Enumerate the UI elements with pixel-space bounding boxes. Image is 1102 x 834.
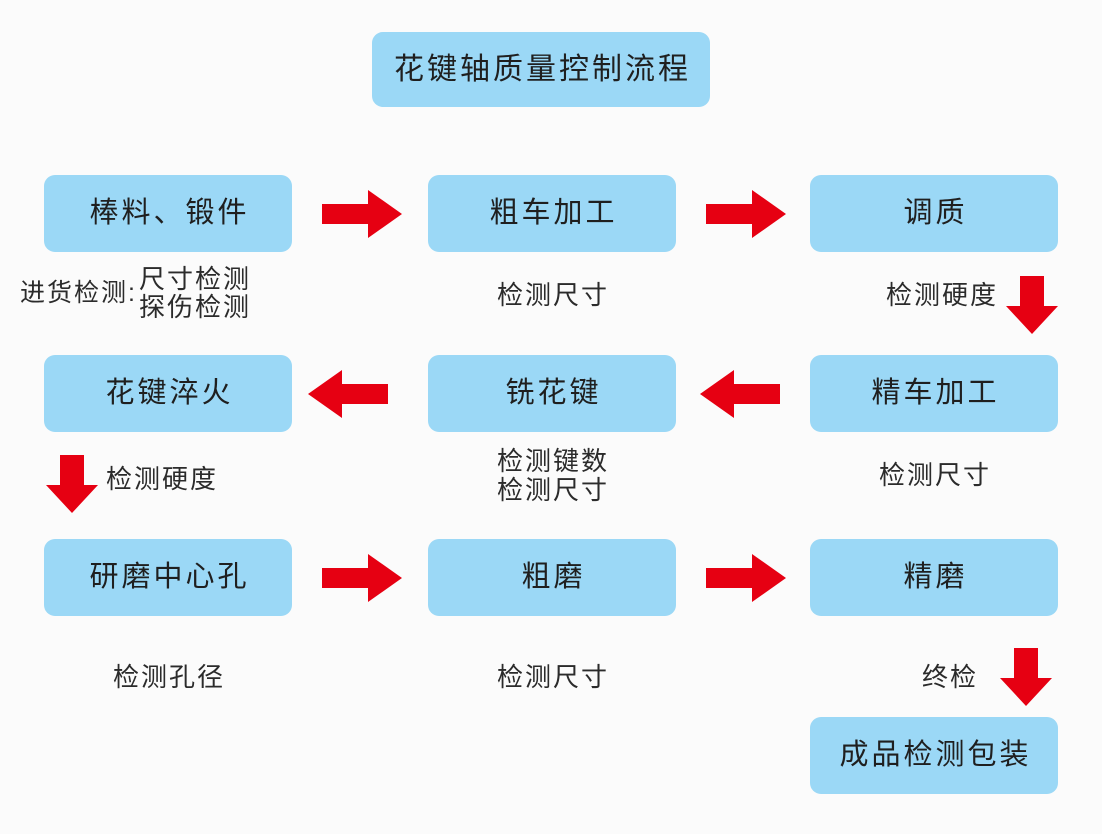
- node-fine-grinding[interactable]: 精磨: [810, 539, 1058, 616]
- node-grind-center-hole-label: 研磨中心孔: [89, 561, 250, 593]
- node-rough-grinding[interactable]: 粗磨: [428, 539, 676, 616]
- caption-rough-grinding-check: 检测尺寸: [428, 660, 676, 694]
- node-final-pack-label: 成品检测包装: [839, 739, 1032, 771]
- node-quench-temper[interactable]: 调质: [810, 175, 1058, 252]
- caption-final-check-label: 终检: [921, 661, 978, 692]
- caption-mill-spline-line2: 检测尺寸: [496, 475, 609, 505]
- arrow-down-quench-temper-to-fine-turning: [1006, 276, 1058, 334]
- caption-incoming-prefix: 进货检测:: [20, 279, 137, 308]
- chart-title-label: 花键轴质量控制流程: [394, 52, 691, 86]
- arrow-right-raw-to-rough-turning: [322, 190, 402, 238]
- node-rough-turning[interactable]: 粗车加工: [428, 175, 676, 252]
- caption-mill-spline-check: 检测键数 检测尺寸: [428, 440, 676, 512]
- node-mill-spline-label: 铣花键: [505, 377, 602, 409]
- arrow-down-fine-grinding-to-final-pack: [1000, 648, 1052, 706]
- caption-quench-temper-check-label: 检测硬度: [885, 279, 998, 310]
- arrow-left-mill-spline-to-spline-quench: [308, 370, 388, 418]
- caption-fine-turning-check: 检测尺寸: [810, 458, 1058, 492]
- caption-incoming-items: 尺寸检测 探伤检测: [137, 266, 251, 321]
- caption-grind-hole-check: 检测孔径: [44, 660, 292, 694]
- caption-rough-turning-check: 检测尺寸: [428, 278, 676, 312]
- chart-title-box: 花键轴质量控制流程: [372, 32, 710, 107]
- arrow-right-grind-hole-to-rough-grinding: [322, 554, 402, 602]
- arrow-right-rough-grinding-to-fine-grinding: [706, 554, 786, 602]
- node-fine-grinding-label: 精磨: [903, 561, 968, 593]
- node-final-pack[interactable]: 成品检测包装: [810, 717, 1058, 794]
- node-fine-turning[interactable]: 精车加工: [810, 355, 1058, 432]
- node-spline-quench-label: 花键淬火: [105, 377, 234, 409]
- caption-grind-hole-check-label: 检测孔径: [112, 661, 225, 692]
- caption-spline-quench-check-label: 检测硬度: [106, 463, 219, 494]
- node-quench-temper-label: 调质: [903, 197, 968, 229]
- arrow-left-fine-turning-to-mill-spline: [700, 370, 780, 418]
- caption-final-check: 终检: [858, 660, 978, 694]
- caption-mill-spline-line1: 检测键数: [496, 446, 609, 477]
- caption-fine-turning-check-label: 检测尺寸: [878, 459, 991, 490]
- caption-incoming-line2: 探伤检测: [138, 292, 251, 322]
- node-raw-material[interactable]: 棒料、锻件: [44, 175, 292, 252]
- caption-quench-temper-check: 检测硬度: [868, 278, 998, 312]
- caption-rough-turning-check-label: 检测尺寸: [496, 279, 609, 310]
- caption-incoming-inspection: 进货检测: 尺寸检测 探伤检测: [18, 263, 318, 325]
- caption-mill-spline-check-stack: 检测键数 检测尺寸: [495, 447, 609, 504]
- node-spline-quench[interactable]: 花键淬火: [44, 355, 292, 432]
- node-fine-turning-label: 精车加工: [871, 377, 1000, 409]
- node-grind-center-hole[interactable]: 研磨中心孔: [44, 539, 292, 616]
- node-rough-turning-label: 粗车加工: [489, 197, 618, 229]
- arrow-down-spline-quench-to-grind-center-hole: [46, 455, 98, 513]
- arrow-right-rough-turning-to-quench-temper: [706, 190, 786, 238]
- caption-spline-quench-check: 检测硬度: [104, 462, 284, 496]
- caption-incoming-line1: 尺寸检测: [138, 264, 251, 295]
- node-raw-material-label: 棒料、锻件: [89, 197, 250, 229]
- caption-rough-grinding-check-label: 检测尺寸: [496, 661, 609, 692]
- node-mill-spline[interactable]: 铣花键: [428, 355, 676, 432]
- node-rough-grinding-label: 粗磨: [521, 561, 586, 593]
